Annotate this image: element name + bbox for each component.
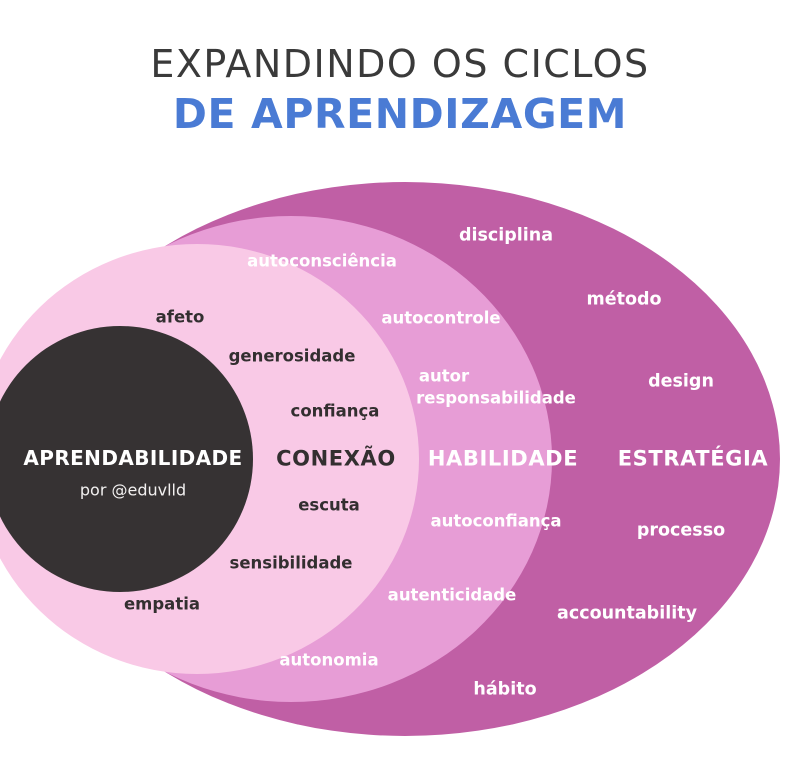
keyword-responsabilidade[interactable]: responsabilidade (416, 388, 576, 408)
ring-title-estrategia[interactable]: ESTRATÉGIA (617, 446, 769, 471)
core-title: APRENDABILIDADE (23, 446, 243, 471)
keyword-afeto[interactable]: afeto (155, 307, 205, 327)
keyword-autenticidade[interactable]: autenticidade (387, 585, 517, 605)
core-subtitle: por @eduvlld (79, 480, 187, 500)
keyword-escuta[interactable]: escuta (298, 495, 360, 515)
keyword-autocontrole[interactable]: autocontrole (381, 308, 501, 328)
core-circle-aprendabilidade[interactable] (0, 326, 253, 592)
keyword-generosidade[interactable]: generosidade (228, 346, 356, 366)
keyword-autonomia[interactable]: autonomia (279, 650, 379, 670)
keyword-habito[interactable]: hábito (473, 679, 537, 700)
concentric-ellipse-diagram (0, 178, 800, 778)
page-title-line-2: DE APRENDIZAGEM (172, 89, 628, 138)
title-block: EXPANDINDO OS CICLOS DE APRENDIZAGEM (0, 42, 800, 139)
keyword-autoconfianca[interactable]: autoconfiança (430, 511, 562, 531)
keyword-empatia[interactable]: empatia (123, 594, 201, 614)
keyword-processo[interactable]: processo (636, 520, 726, 541)
keyword-design[interactable]: design (648, 371, 714, 392)
ring-title-conexao[interactable]: CONEXÃO (276, 446, 396, 471)
keyword-autoconsciencia[interactable]: autoconsciência (247, 251, 397, 271)
keyword-metodo[interactable]: método (586, 289, 662, 310)
keyword-accountability[interactable]: accountability (557, 603, 697, 624)
page-title-line-1: EXPANDINDO OS CICLOS (150, 42, 650, 86)
keyword-confianca[interactable]: confiança (290, 401, 380, 421)
keyword-disciplina[interactable]: disciplina (458, 225, 554, 246)
keyword-autor[interactable]: autor (418, 366, 470, 386)
ring-title-habilidade[interactable]: HABILIDADE (427, 446, 579, 471)
keyword-sensibilidade[interactable]: sensibilidade (229, 553, 353, 573)
